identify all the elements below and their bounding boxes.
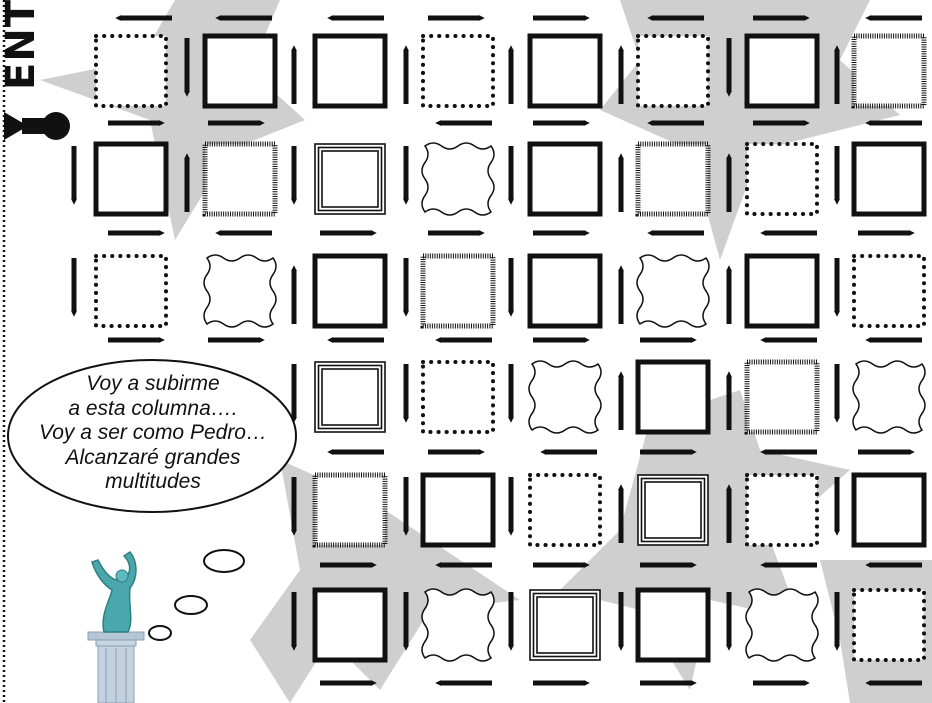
maze-cell-double [530,590,600,660]
statue-on-column-icon [88,552,144,703]
maze-cell-dotted [96,36,166,106]
maze-cell-solid [638,590,708,660]
maze-cell-solid [315,256,385,326]
maze-cell-solid [315,36,385,106]
maze-cell-dotted [423,36,493,106]
thought-dot [204,550,244,572]
speech-line: a esta columna…. [8,397,298,422]
speech-line: multitudes [8,470,298,495]
maze-cell-solid [854,475,924,545]
maze-cell-dotted [423,362,493,432]
maze-cell-dotted [854,256,924,326]
maze-cell-hatched [423,256,493,326]
speech-bubble-text: Voy a subirme a esta columna…. Voy a ser… [8,372,298,495]
maze-cell-solid [530,256,600,326]
maze-cell-hatched [854,36,924,106]
maze-cell-hatched [747,362,817,432]
maze-cell-solid [747,36,817,106]
maze-cell-wavy [853,361,925,433]
maze-cell-solid [530,36,600,106]
speech-line: Alcanzaré grandes [8,446,298,471]
maze-cell-dotted [747,144,817,214]
maze-cell-wavy [422,143,494,215]
entrance-label: ENTRA [0,0,44,90]
maze-cell-hatched [315,475,385,545]
player-pawn-icon [4,112,70,140]
thought-dot [175,596,207,614]
maze-cell-solid [423,475,493,545]
thought-dot [149,626,171,640]
maze-cell-dotted [854,590,924,660]
maze-cell-dotted [530,475,600,545]
maze-cell-double [315,362,385,432]
maze-cell-dotted [96,256,166,326]
maze-cell-double [315,144,385,214]
maze-cell-double [638,475,708,545]
maze-cell-wavy [746,589,818,661]
maze-cell-dotted [747,475,817,545]
maze-cell-solid [638,362,708,432]
maze-cell-solid [747,256,817,326]
maze-cell-hatched [205,144,275,214]
maze-cell-solid [96,144,166,214]
maze-cell-dotted [638,36,708,106]
maze-cell-hatched [638,144,708,214]
maze-cell-wavy [204,255,276,327]
maze-cell-solid [530,144,600,214]
maze-cell-solid [205,36,275,106]
speech-line: Voy a subirme [8,372,298,397]
speech-line: Voy a ser como Pedro… [8,421,298,446]
maze-cell-wavy [422,589,494,661]
maze-cell-solid [854,144,924,214]
maze-cell-wavy [529,361,601,433]
maze-cell-solid [315,590,385,660]
maze-cell-wavy [637,255,709,327]
